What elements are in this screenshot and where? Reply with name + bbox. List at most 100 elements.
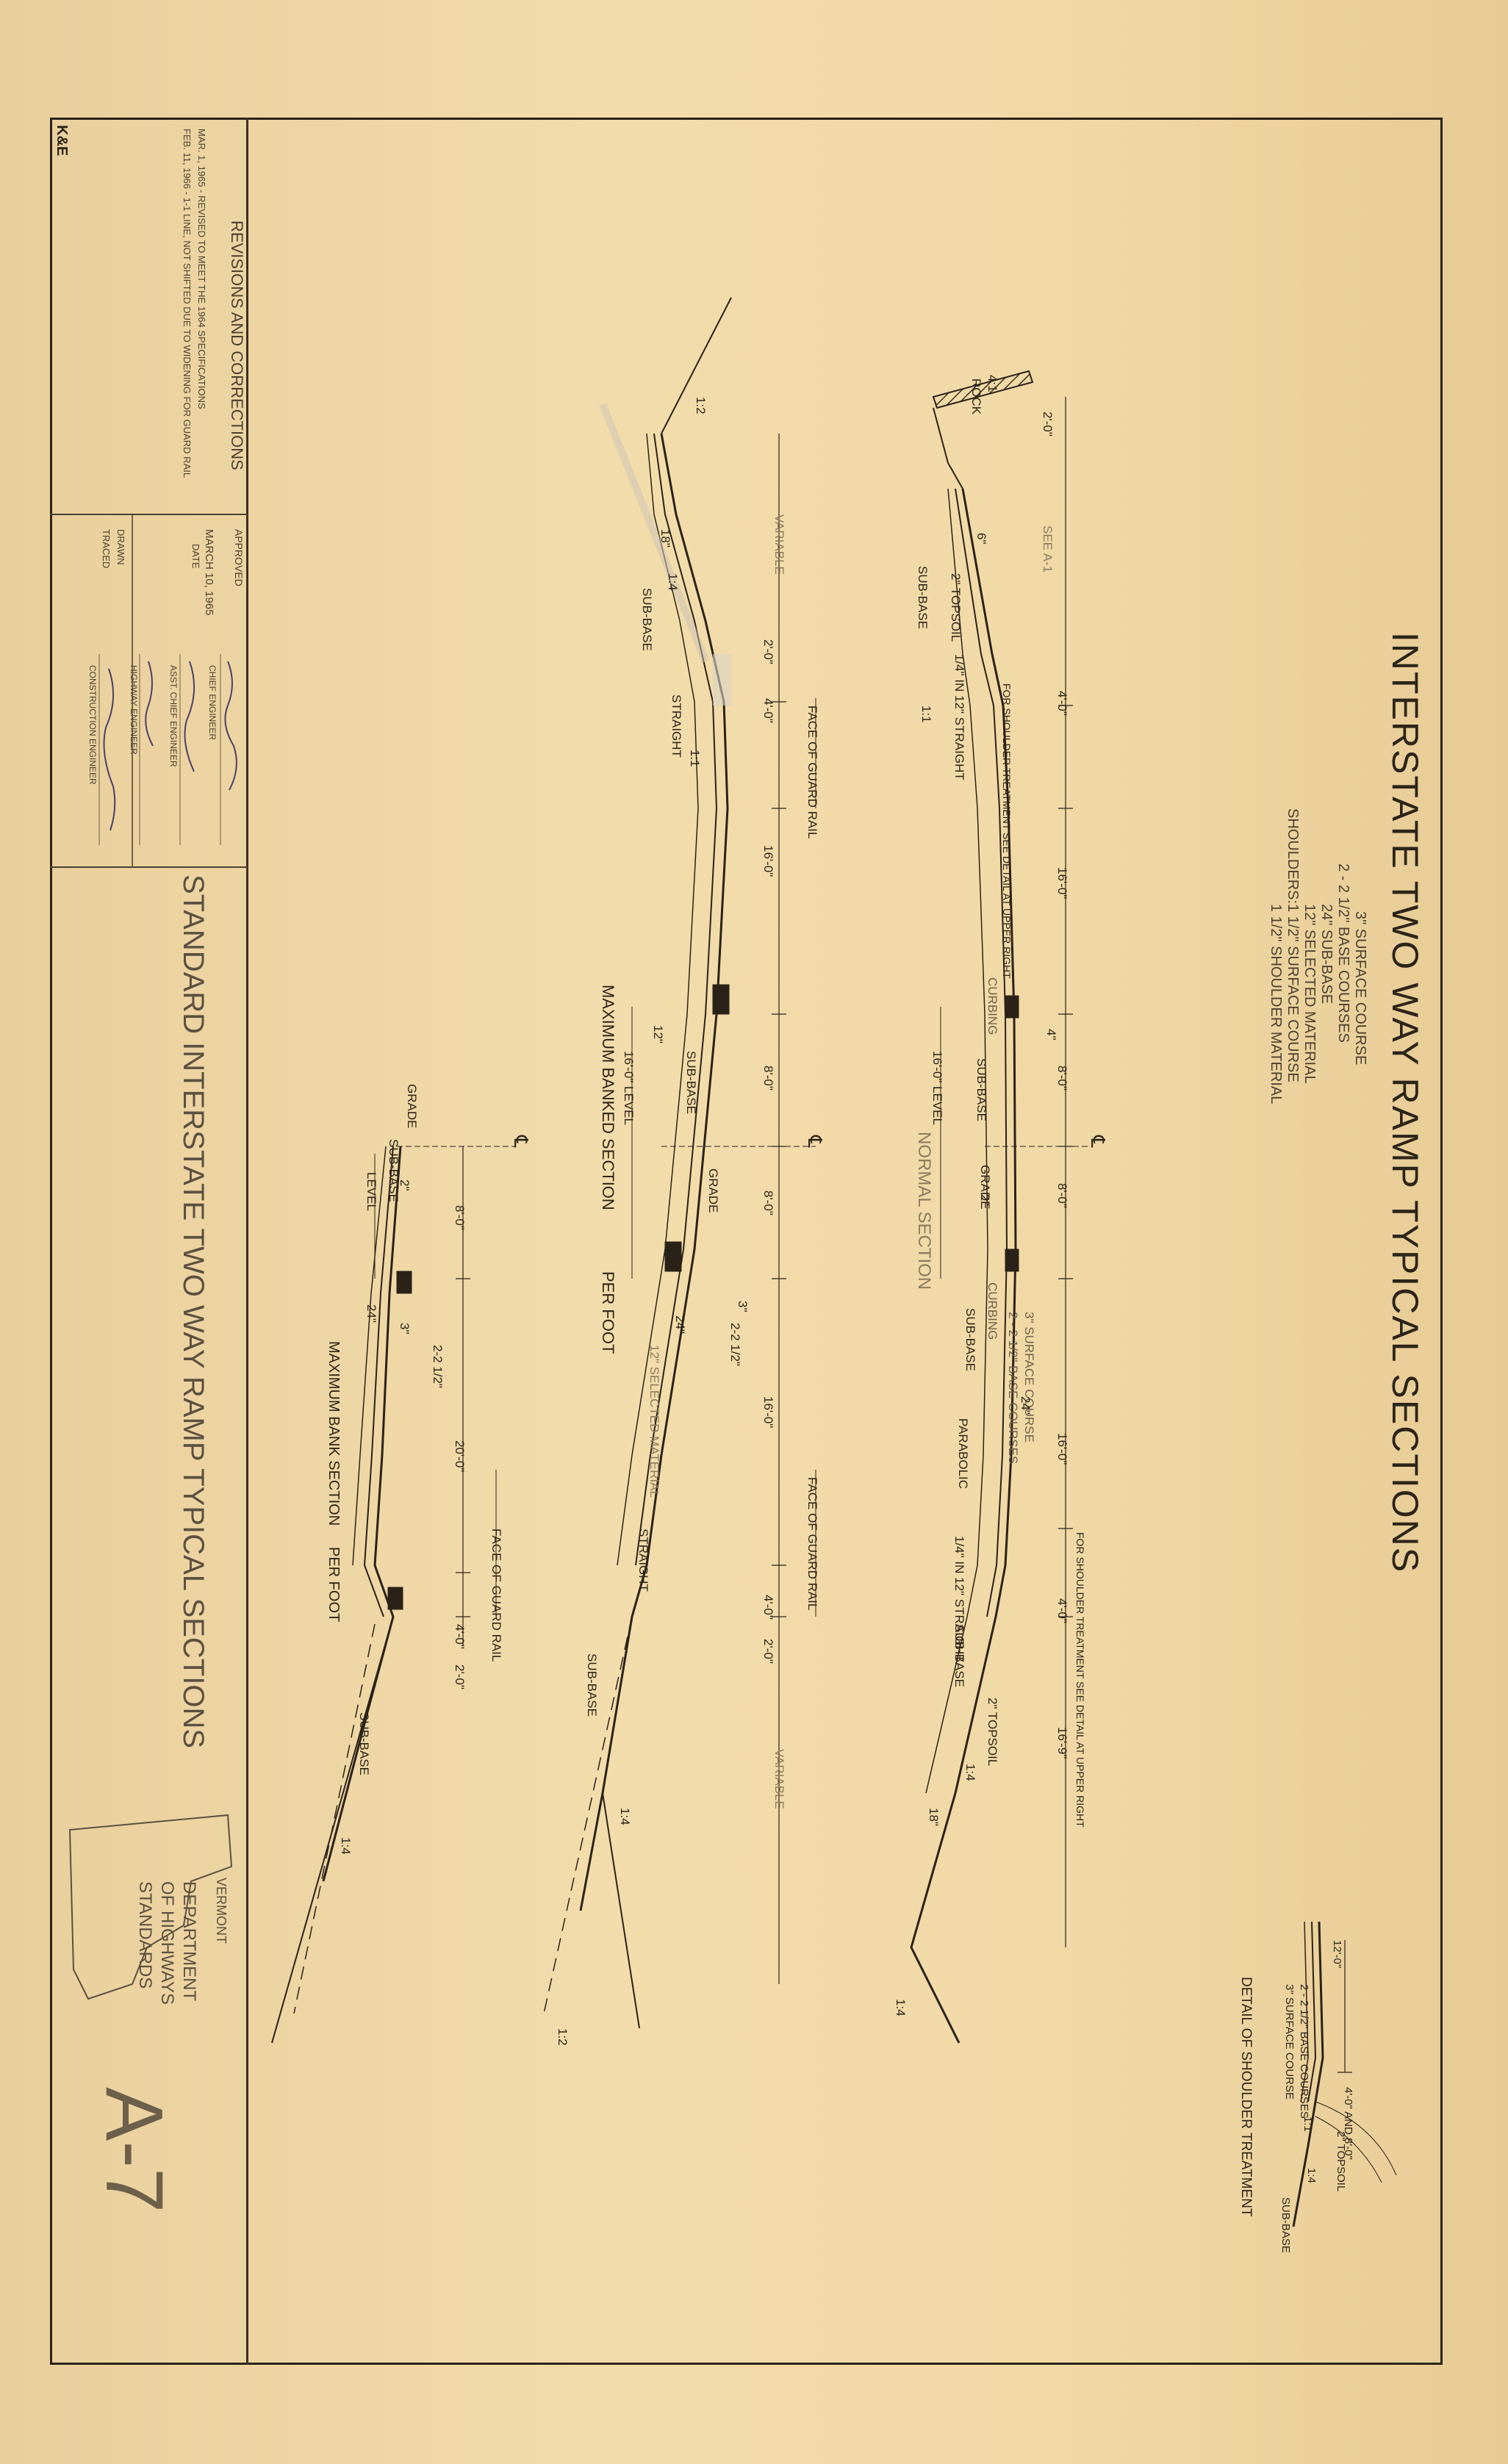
detail-shoulder-widths: 4'-0" AND 8'-0" [1342, 2087, 1354, 2160]
slope-1-4-normal-far: 1:4 [894, 1999, 908, 2016]
dim-6-normal: 6" [974, 533, 988, 545]
banked-section-drawing [543, 297, 816, 2029]
dim-16-9: 16'-9" [1055, 1727, 1069, 1759]
revision-entry-1: MAR. 1, 1965 - REVISED TO MEET THE 1964 … [196, 129, 207, 409]
bank-section-labels: GRADE SUB-BASE LEVEL 8'-0" ℄ 2-2 1/2" 20… [326, 1084, 532, 1855]
slope-1-4-banked-left: 1:4 [666, 573, 680, 591]
normal-section-drawing [910, 370, 1088, 2044]
signature-lines [98, 654, 221, 845]
slope-1-2-banked-left: 1:2 [694, 397, 708, 414]
normal-section-labels: 4:1 ROCK 2'-0" SEE A-1 SUB-BASE 2" TOPSO… [894, 375, 1109, 2016]
rock-slope-label: 4:1 [985, 375, 999, 392]
agency-line-3: STANDARDS [135, 1881, 155, 1989]
detail-surface-course: 3" SURFACE COURSE [1283, 1984, 1296, 2100]
dim-2-0-top: 2'-0" [1041, 412, 1055, 437]
bank-section-rate: PER FOOT [326, 1547, 342, 1622]
shoulder-treatment-note-left: FOR SHOULDER TREATMENT SEE DETAIL AT UPP… [1001, 683, 1013, 979]
normal-sub-base-label-right: SUB-BASE [963, 1308, 977, 1371]
dim-20-0-bank: 20'-0" [453, 1440, 467, 1472]
role-asst-chief-engineer: ASST. CHIEF ENGINEER [168, 665, 179, 767]
dim-24-banked: 24" [673, 1315, 687, 1334]
dim-24-normal: 24" [1019, 1396, 1033, 1415]
dim-4-0-banked-right: 4'-0" [761, 1595, 775, 1620]
level-label-bank: LEVEL [365, 1172, 378, 1211]
grade-label-bank: GRADE [405, 1084, 419, 1128]
straight-quarter-right: 1/4" IN 12" STRAIGHT [952, 1536, 966, 1662]
sheet-number: A-7 [89, 2087, 179, 2213]
detail-slope-1-4: 1:4 [1305, 2168, 1318, 2183]
dim-8-0-right: 8'-0" [1055, 1183, 1069, 1208]
bank-sub-base-label-right: SUB-BASE [357, 1712, 371, 1775]
variable-label-left: VARIABLE [772, 514, 786, 575]
legend-shoulders-label: SHOULDERS: [1285, 808, 1301, 904]
sheet-border [50, 118, 1443, 2365]
selected-material-label: 12" SELECTED MATERIAL [647, 1345, 661, 1498]
dim-8-0-left: 8'-0" [1055, 1066, 1069, 1091]
dim-4-0-banked-left: 4'-0" [761, 698, 775, 723]
normal-topsoil-label: 2" TOPSOIL [949, 573, 963, 642]
surface-course-label-normal: 3" SURFACE COURSE [1022, 1312, 1036, 1443]
dim-4-0-right: 4'-0" [1055, 1598, 1069, 1623]
see-a1-label: SEE A-1 [1041, 525, 1055, 572]
dim-8-0-bank: 8'-0" [453, 1205, 467, 1230]
agency-line-1: DEPARTMENT [179, 1881, 199, 2001]
banked-sub-base-label-right: SUB-BASE [585, 1653, 599, 1717]
legend-line-1: 3" SURFACE COURSE [1352, 911, 1368, 1065]
slope-1-2-banked-right: 1:2 [556, 2028, 570, 2046]
rock-label: ROCK [969, 378, 983, 415]
dim-16-0-right: 16'-0" [1055, 1433, 1069, 1465]
variable-label-right: VARIABLE [772, 1749, 786, 1809]
dim-16-0-left: 16'-0" [1055, 867, 1069, 899]
approved-label: APPROVED [233, 529, 245, 586]
dim-18-banked: 18" [658, 529, 672, 547]
straight-quarter-left: 1/4" IN 12" STRAIGHT [952, 654, 966, 780]
legend-line-2: 2 - 2 1/2" BASE COURSES [1335, 863, 1351, 1043]
face-guard-rail-right: FACE OF GUARD RAIL [805, 1477, 819, 1610]
detail-sub-base: SUB-BASE [1279, 2197, 1292, 2253]
curbing-label-left: CURBING [985, 977, 999, 1035]
revision-entry-2: FEB. 11, 1966 - 1-1 LINE, NOT SHIFTED DU… [182, 129, 193, 478]
detail-topsoil: 2" TOPSOIL [1335, 2131, 1347, 2191]
standard-title: STANDARD INTERSTATE TWO WAY RAMP TYPICAL… [177, 874, 209, 1748]
banked-section-rate: PER FOOT [599, 1271, 617, 1354]
banked-sub-base-label-left: SUB-BASE [640, 588, 654, 651]
approval-date: MARCH 10, 1965 [203, 529, 215, 616]
dim-8-0-banked-left: 8'-0" [761, 1066, 775, 1091]
dim-12-banked: 12" [651, 1025, 665, 1044]
dim-24-bank: 24" [365, 1304, 378, 1323]
slope-1-4-normal-right: 1:4 [963, 1764, 977, 1781]
dim-4-0-bank: 4'-0" [453, 1624, 467, 1649]
dim-8-0-banked-right: 8'-0" [761, 1190, 775, 1215]
dim-3-banked: 3" [736, 1301, 750, 1312]
straight-label-banked-left: STRAIGHT [669, 694, 683, 758]
bank-sub-base-label-left: SUB-BASE [387, 1139, 401, 1202]
legend-line-3: 24" SUB-BASE [1318, 904, 1335, 1004]
dim-2-0-banked-left: 2'-0" [761, 639, 775, 664]
normal-sub-base-label: SUB-BASE [916, 566, 930, 629]
dim-18-normal: 18" [927, 1808, 941, 1826]
normal-sub-base-label-mid: SUB-BASE [974, 1058, 988, 1121]
slope-1-1-banked: 1:1 [688, 750, 702, 767]
parabolic-label: PARABOLIC [956, 1418, 970, 1489]
normal-topsoil-label-right: 2" TOPSOIL [985, 1698, 999, 1766]
legend: 3" SURFACE COURSE 2 - 2 1/2" BASE COURSE… [1268, 808, 1368, 1104]
shoulder-treatment-note-right: FOR SHOULDER TREATMENT SEE DETAIL AT UPP… [1074, 1532, 1086, 1828]
shoulder-detail-labels: 12'-0" 4'-0" AND 8'-0" 2 - 2 1/2" BASE C… [1238, 1940, 1354, 2253]
revisions-block [50, 514, 248, 868]
shoulder-detail-title: DETAIL OF SHOULDER TREATMENT [1238, 1977, 1254, 2217]
dim-2-0-banked-right: 2'-0" [761, 1639, 775, 1664]
grade-label-banked: GRADE [706, 1168, 720, 1213]
approval-date-label: DATE [190, 544, 201, 569]
dim-2-0-bank: 2'-0" [453, 1664, 467, 1689]
slope-22-banked: 2-2 1/2" [728, 1323, 742, 1366]
dim-16-0-banked-right: 16'-0" [761, 1396, 775, 1428]
slope-22-bank: 2-2 1/2" [431, 1345, 445, 1388]
role-highway-engineer: HIGHWAY ENGINEER [129, 665, 139, 755]
vermont-outline-icon [68, 1814, 233, 2000]
dim-2-normal: 2" [978, 1194, 992, 1206]
role-construction-engineer: CONSTRUCTION ENGINEER [87, 665, 98, 785]
dim-16-0-banked-left: 16'-0" [761, 845, 775, 877]
curbing-label-right: CURBING [985, 1282, 999, 1340]
